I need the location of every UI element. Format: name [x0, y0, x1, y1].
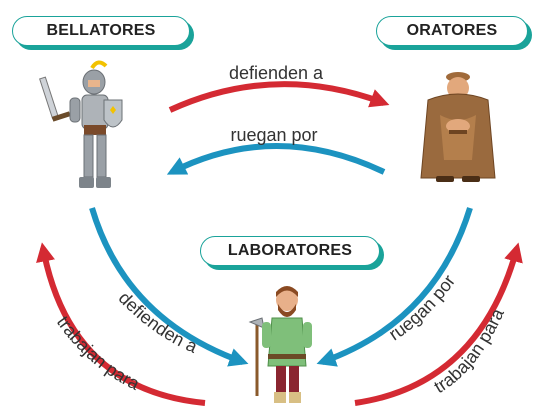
oratores-label: ORATORES [376, 16, 528, 46]
label-defienden-a-left: defienden a [115, 288, 202, 357]
peasant-icon [248, 286, 312, 403]
label-trabajan-para-right: trabajan para [431, 305, 509, 397]
laboratores-label: LABORATORES [200, 236, 380, 266]
label-trabajan-para-left: trabajan para [53, 312, 144, 394]
arrow-oratores-to-laboratores [316, 207, 473, 367]
label-ruegan-por-middle: ruegan por [230, 125, 317, 145]
arrow-bellatores-to-laboratores [89, 207, 249, 367]
arrow-bellatores-to-oratores [168, 81, 390, 113]
monk-icon [420, 72, 496, 182]
knight-icon [39, 60, 123, 188]
bellatores-label: BELLATORES [12, 16, 190, 46]
label-defienden-a-top: defienden a [229, 63, 324, 83]
arrow-oratores-to-bellatores [166, 143, 386, 175]
label-ruegan-por-right: ruegan por [385, 271, 459, 344]
arrow-laboratores-to-oratores [354, 242, 523, 406]
arrow-laboratores-to-bellatores [36, 242, 206, 406]
